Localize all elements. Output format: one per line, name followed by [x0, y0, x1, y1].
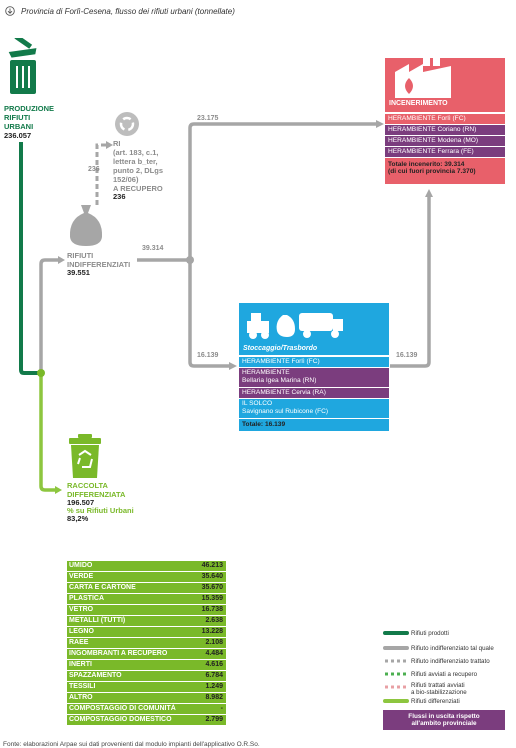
incineration-header: INCENERIMENTO — [389, 100, 448, 107]
ri-value: 236 — [113, 192, 126, 201]
storage-row-bellaria: HERAMBIENTE Bellaria Igea Marina (RN) — [239, 368, 389, 387]
diff-label: RACCOLTA DIFFERENZIATA — [67, 481, 126, 499]
incineration-row-coriano: HERAMBIENTE Coriano (RN) — [385, 125, 505, 135]
legend-undiff-treated: Rifiuto indifferenziato trattato — [411, 658, 490, 665]
ri-flow-line — [95, 143, 108, 205]
ri-label: RI (art. 183, c.1, lettera b_ter, punto … — [113, 139, 163, 193]
diff-value: 196.507 — [67, 498, 95, 507]
recycle-icon — [115, 112, 139, 136]
storage-flow-line — [188, 260, 231, 368]
legend-outflow-box: Flussi in uscita rispetto all'ambito pro… — [383, 710, 505, 730]
garbage-bag-icon — [69, 205, 103, 246]
download-icon — [5, 6, 15, 16]
table-row: METALLI (TUTTI)2.638 — [67, 616, 226, 626]
differentiated-flow-line — [39, 373, 57, 492]
legend-biostab: Rifiuti trattati avviati a bio-stabilizz… — [411, 682, 467, 696]
trash-bin-icon — [8, 38, 37, 94]
storage-box: Stoccaggio/Trasbordo HERAMBIENTE Forlì (… — [239, 303, 389, 431]
storage-row-savignano: IL SOLCO Savignano sul Rubicone (FC) — [239, 399, 389, 418]
undiff-label: RIFIUTI INDIFFERENZIATI — [67, 251, 131, 269]
legend-swatches — [383, 631, 409, 703]
storage-to-incineration-line — [390, 195, 431, 368]
page-title: Provincia di Forlì-Cesena, flusso dei ri… — [21, 7, 235, 16]
ri-flow-value: 236 — [88, 166, 100, 173]
incineration-total: Totale incenerito: 39.314 (di cui fuori … — [385, 158, 505, 184]
flow-value-storage: 16.139 — [197, 352, 219, 359]
production-label: PRODUZIONE RIFIUTI URBANI — [4, 104, 55, 131]
incineration-row-modena: HERAMBIENTE Modena (MO) — [385, 136, 505, 146]
flow-value-incineration: 23.175 — [197, 115, 219, 122]
source-note: Fonte: elaborazioni Arpae sui dati prove… — [3, 741, 260, 748]
storage-header: Stoccaggio/Trasbordo — [243, 345, 318, 352]
flow-value-undiff: 39.314 — [142, 245, 164, 252]
legend-recovery: Rifiuti avviati a recupero — [411, 671, 478, 678]
incineration-flow-line — [188, 122, 378, 260]
storage-row-forli: HERAMBIENTE Forlì (FC) — [239, 357, 389, 367]
legend-undiff-raw: Rifiuto indifferenziato tal quale — [411, 645, 494, 652]
storage-row-cervia: HERAMBIENTE Cervia (RA) — [239, 388, 389, 398]
production-flow-line — [19, 142, 41, 375]
incineration-box: INCENERIMENTO HERAMBIENTE Forlì (FC) HER… — [385, 42, 505, 186]
split-node — [37, 369, 45, 377]
diff-pct-label: % su Rifiuti Urbani — [67, 506, 134, 515]
storage-total: Totale: 16.139 — [239, 419, 389, 431]
legend-differentiated: Rifiuti differenziati — [411, 698, 460, 705]
production-value: 236.057 — [4, 131, 32, 140]
recycle-bin-icon — [69, 434, 101, 478]
incineration-row-ferrara: HERAMBIENTE Ferrara (FE) — [385, 147, 505, 157]
diff-pct-value: 83,2% — [67, 514, 89, 523]
truck-icon — [247, 313, 343, 339]
factory-icon — [395, 42, 451, 98]
flow-value-storage-to-incin: 16.139 — [396, 352, 418, 359]
table-row: COMPOSTAGGIO DI COMUNITÀ- — [67, 704, 226, 714]
incineration-row-forli: HERAMBIENTE Forlì (FC) — [385, 114, 505, 124]
undifferentiated-flow-line — [39, 258, 60, 373]
legend-produced: Rifiuti prodotti — [411, 630, 449, 637]
undiff-value: 39.551 — [67, 268, 90, 277]
